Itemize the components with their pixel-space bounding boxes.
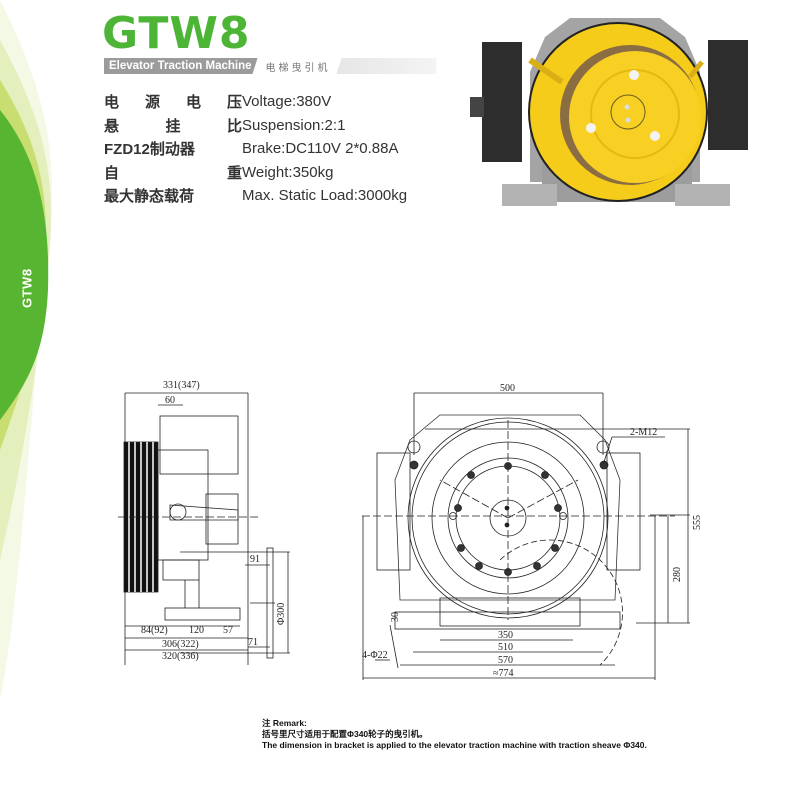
spec-list: 电源电压 Voltage:380V 悬挂比 Suspension:2:1 FZD… — [104, 90, 482, 208]
subtitle-bar: Elevator Traction Machine 电梯曳引机 — [104, 58, 437, 74]
spec-row-voltage: 电源电压 Voltage:380V — [104, 90, 482, 114]
dim-diameter: Φ300 — [276, 603, 287, 625]
dim-mid: 510 — [498, 642, 513, 653]
dim-center-height: 280 — [672, 567, 683, 582]
subtitle-en: Elevator Traction Machine — [104, 58, 258, 74]
spec-label-cn: 电源电压 — [104, 94, 242, 112]
remark-block: 注 Remark: 括号里尺寸适用于配置Φ340轮子的曳引机。 The dime… — [262, 718, 647, 751]
spec-value: Max. Static Load:3000kg — [242, 187, 408, 205]
spec-value: Weight:350kg — [242, 163, 334, 181]
dim-overall-top: 331(347) — [163, 380, 200, 391]
remark-heading: 注 Remark: — [262, 718, 307, 728]
spec-value: Suspension:2:1 — [242, 116, 346, 134]
dim-bottom-mid: 120 — [189, 625, 204, 636]
spec-row-max-load: 最大静态载荷 Max. Static Load:3000kg — [104, 184, 482, 208]
subtitle-cn: 电梯曳引机 — [265, 62, 331, 74]
dim-top-offset: 60 — [165, 395, 175, 406]
spec-label-cn: 自重 — [104, 164, 242, 182]
page-title: GTW8 — [102, 8, 251, 59]
dim-total-width: 320(336) — [162, 651, 199, 662]
dim-holes: 4-Φ22 — [362, 650, 388, 661]
dim-height: 555 — [692, 515, 703, 530]
spec-value: Voltage:380V — [242, 93, 332, 111]
dim-bottom-left: 84(92) — [141, 625, 168, 636]
dim-offset-71: 71 — [248, 637, 258, 648]
dim-bolts: 2-M12 — [630, 427, 657, 438]
dim-base-width: 306(322) — [162, 639, 199, 650]
dim-inner: 350 — [498, 630, 513, 641]
spec-label-cn: FZD12制动器 — [104, 141, 195, 159]
spec-row-brake: FZD12制动器 Brake:DC110V 2*0.88A — [104, 137, 482, 161]
product-photo — [470, 18, 748, 206]
subtitle-divider — [336, 58, 437, 74]
dim-bottom-right: 57 — [223, 625, 233, 636]
dim-overall: ≈774 — [493, 668, 514, 679]
remark-cn: 括号里尺寸适用于配置Φ340轮子的曳引机。 — [262, 729, 428, 739]
side-decoration — [0, 0, 52, 700]
dim-top-width: 500 — [500, 383, 515, 394]
dim-outer: 570 — [498, 655, 513, 666]
spec-label-cn: 最大静态载荷 — [104, 188, 195, 206]
dim-offset-91: 91 — [250, 554, 260, 565]
spec-row-weight: 自重 Weight:350kg — [104, 161, 482, 185]
spec-label-cn: 悬挂比 — [104, 117, 242, 135]
spec-row-suspension: 悬挂比 Suspension:2:1 — [104, 114, 482, 138]
spec-value: Brake:DC110V 2*0.88A — [242, 140, 399, 158]
remark-en: The dimension in bracket is applied to t… — [262, 740, 647, 750]
dim-foot-thickness: 30 — [390, 612, 401, 622]
